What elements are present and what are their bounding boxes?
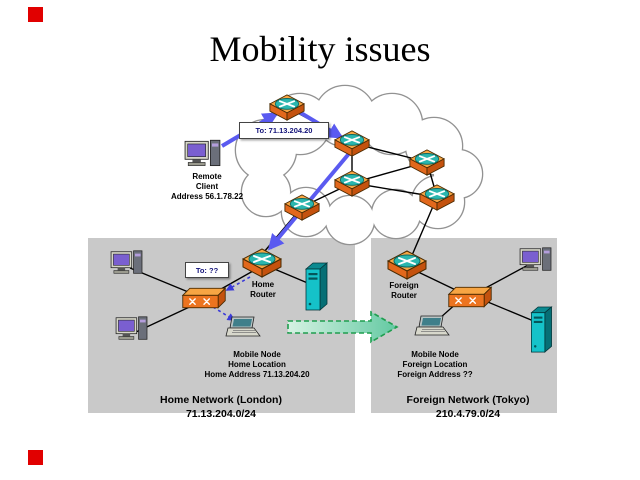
foreign-switch-icon <box>448 286 492 308</box>
slide-corner-marker-bottom <box>28 450 43 465</box>
slide-title: Mobility issues <box>209 29 431 69</box>
foreign-mobile-node-label-line1: Mobile Node <box>411 350 459 359</box>
home-router-label-line1: Home <box>251 280 275 289</box>
migration-arrow <box>287 310 399 344</box>
home-mobile-node-icon <box>225 316 261 337</box>
remote-client-label-line2: Client <box>195 182 219 191</box>
foreign-mobile-node-label-line3: Foreign Address ?? <box>397 370 473 379</box>
foreign-network-caption-line1: Foreign Network (Tokyo) <box>406 394 530 406</box>
foreign-mobile-node-icon <box>414 315 450 336</box>
home-mobile-node-label-line2: Home Location <box>228 360 286 369</box>
home-mobile-node-label-line1: Mobile Node <box>233 350 281 359</box>
foreign-mobile-node-label-line2: Foreign Location <box>402 360 468 369</box>
slide-corner-marker-top <box>28 7 43 22</box>
forwarding-dashed-arrows <box>212 276 251 321</box>
home-workstation-icon <box>115 316 148 340</box>
home-network-caption-line1: Home Network (London) <box>160 394 282 406</box>
remote-client-label-line1: Remote <box>192 172 222 181</box>
home-switch-icon <box>182 287 226 309</box>
remote-client-icon <box>184 139 221 167</box>
foreign-network-caption-line2: 210.4.79.0/24 <box>435 408 501 420</box>
home-server-icon <box>305 262 328 311</box>
foreign-router-label-line1: Foreign <box>389 281 419 290</box>
packet-unknown-label: To: ?? <box>185 262 229 278</box>
home-router-label-line2: Router <box>250 290 276 299</box>
foreign-router-label-line2: Router <box>391 291 417 300</box>
home-workstation-icon <box>110 250 143 274</box>
foreign-router-icon <box>387 250 427 280</box>
packet-destination-label: To: 71.13.204.20 <box>239 122 329 139</box>
core-router-icon <box>334 170 370 197</box>
foreign-server-icon <box>530 306 553 353</box>
home-mobile-node-label-line3: Home Address 71.13.204.20 <box>204 370 310 379</box>
remote-client-label-line3: Address 56.1.78.22 <box>170 192 244 201</box>
home-network-caption-line2: 71.13.204.0/24 <box>185 408 257 420</box>
